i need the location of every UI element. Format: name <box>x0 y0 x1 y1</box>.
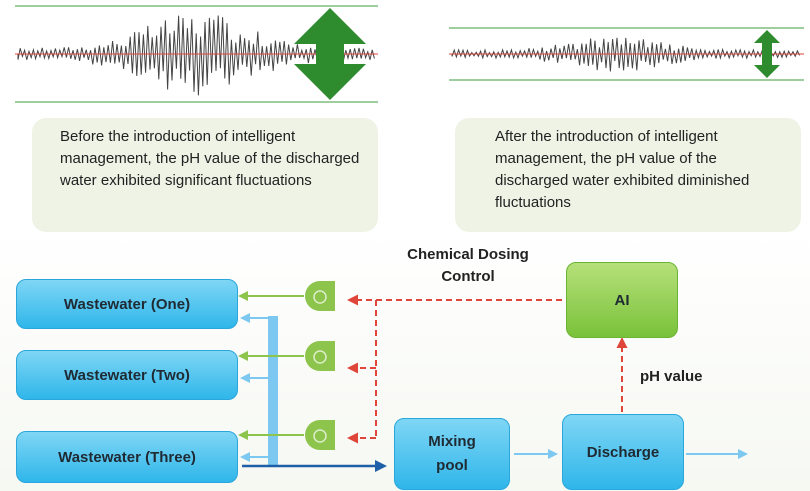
dosing-control-signal <box>347 294 562 444</box>
before-waveform <box>17 15 375 96</box>
collector-pipe <box>268 316 278 466</box>
wastewater-two-box: Wastewater (Two) <box>16 350 238 400</box>
pump-icon <box>305 281 335 311</box>
after-caption: After the introduction of intelligent ma… <box>455 118 801 232</box>
small-double-arrow-icon <box>754 30 780 78</box>
chemical-dosing-control-label: Chemical Dosing Control <box>407 246 529 285</box>
large-double-arrow-icon <box>294 8 366 100</box>
mixing-pool-box: Mixing pool <box>394 418 510 490</box>
pump-icon <box>305 341 335 371</box>
wastewater-one-box: Wastewater (One) <box>16 279 238 329</box>
pump-icon <box>305 420 335 450</box>
ph-value-label: pH value <box>640 368 703 385</box>
ai-box: AI <box>566 262 678 338</box>
wastewater-three-box: Wastewater (Three) <box>16 431 238 483</box>
before-caption: Before the introduction of intelligent m… <box>32 118 378 232</box>
discharge-box: Discharge <box>562 414 684 490</box>
